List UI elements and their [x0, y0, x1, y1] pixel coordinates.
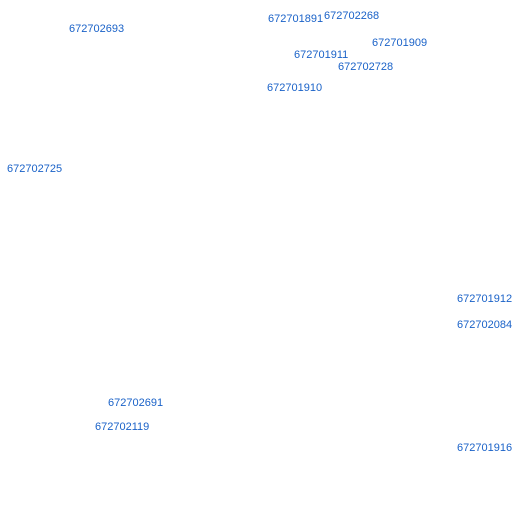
parcel-label[interactable]: 672702268 — [324, 10, 380, 22]
parcel-label[interactable]: 672701891 — [268, 13, 324, 25]
parcel-label[interactable]: 672701916 — [457, 442, 512, 454]
parcel-label[interactable]: 672702691 — [108, 397, 164, 409]
parcel-label[interactable]: 672701910 — [267, 82, 323, 94]
parcel-label[interactable]: 672702693 — [69, 23, 125, 35]
parcel-label[interactable]: 672702084 — [457, 319, 512, 331]
parcel-label[interactable]: 672701909 — [372, 37, 428, 49]
parcel-label[interactable]: 672701911 — [294, 49, 349, 61]
parcel-label[interactable]: 672702725 — [7, 163, 63, 175]
parcel-label[interactable]: 672701912 — [457, 293, 512, 305]
parcel-label[interactable]: 672702728 — [338, 61, 394, 73]
parcel-label[interactable]: 672702119 — [95, 421, 150, 433]
